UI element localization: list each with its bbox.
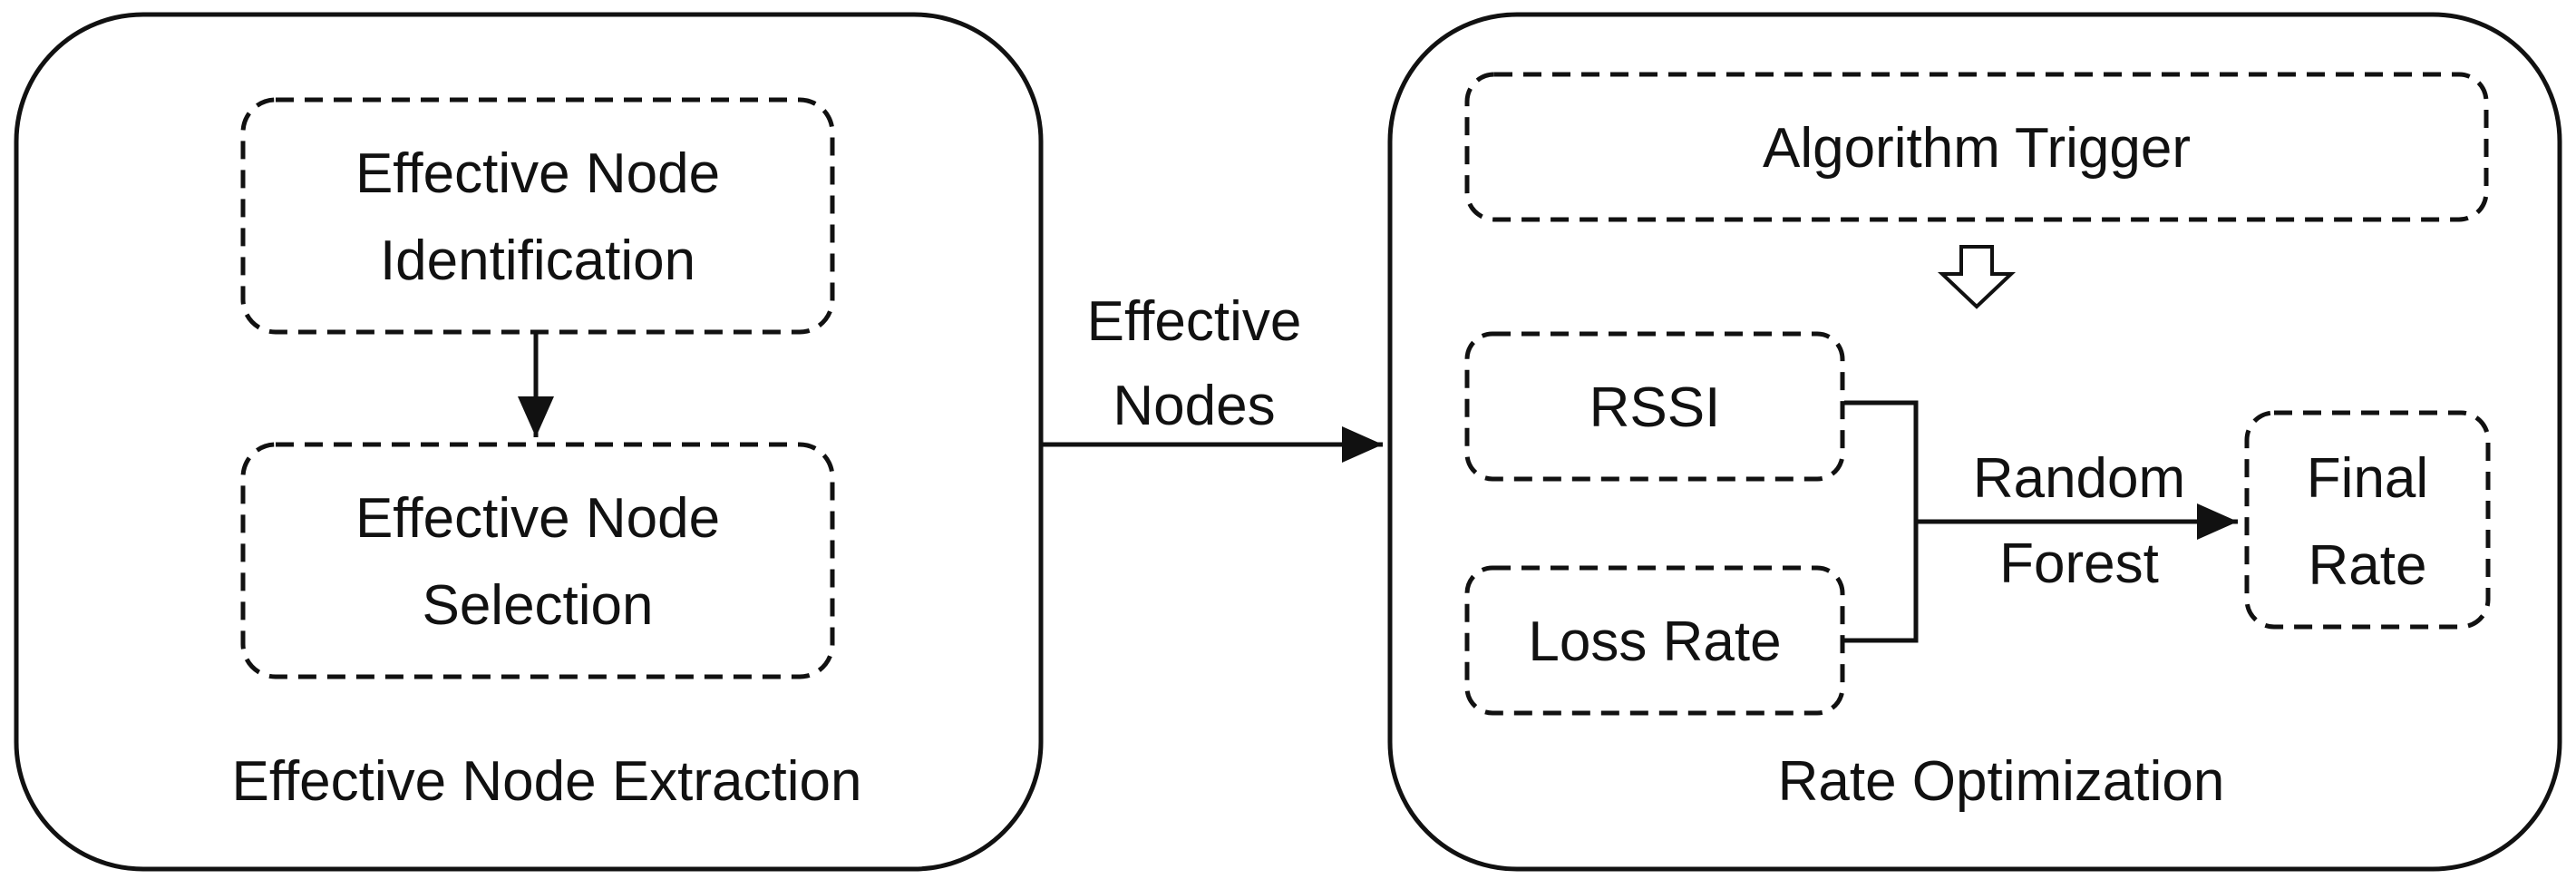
down-hollow-arrow-icon — [1937, 245, 2017, 309]
identification-box-line2: Identification — [380, 230, 695, 292]
rate-optimization-panel: Algorithm Trigger RSSI Loss Rate Random … — [1387, 12, 2562, 872]
connector-label-line2: Nodes — [1113, 375, 1275, 437]
selection-box-line2: Selection — [422, 574, 653, 637]
final-rate-box: Final Rate — [2244, 410, 2491, 630]
connector-label-line1: Effective — [1087, 290, 1302, 353]
final-rate-line2: Rate — [2309, 534, 2427, 597]
selection-box-line1: Effective Node — [355, 487, 720, 550]
effective-node-extraction-panel: Effective Node Identification Effective … — [14, 12, 1044, 872]
model-label-line2: Forest — [1999, 532, 2159, 595]
model-label-line1: Random — [1973, 447, 2185, 510]
identification-box-line1: Effective Node — [355, 142, 720, 205]
left-panel-title: Effective Node Extraction — [232, 750, 862, 813]
right-panel-title: Rate Optimization — [1778, 750, 2225, 813]
loss-rate-label: Loss Rate — [1528, 611, 1781, 673]
algorithm-trigger-box: Algorithm Trigger — [1464, 72, 2489, 222]
identification-box: Effective Node Identification — [240, 97, 835, 335]
rssi-label: RSSI — [1589, 376, 1721, 439]
effective-nodes-connector: Effective Nodes — [1041, 290, 1383, 463]
selection-box: Effective Node Selection — [240, 442, 835, 679]
merge-bracket — [1844, 400, 1919, 643]
final-rate-line1: Final — [2307, 447, 2428, 510]
left-panel-border — [14, 12, 1044, 872]
loss-rate-box: Loss Rate — [1464, 565, 1845, 716]
rssi-box: RSSI — [1464, 331, 1845, 482]
right-panel-border — [1387, 12, 2562, 872]
algorithm-trigger-label: Algorithm Trigger — [1763, 117, 2191, 180]
